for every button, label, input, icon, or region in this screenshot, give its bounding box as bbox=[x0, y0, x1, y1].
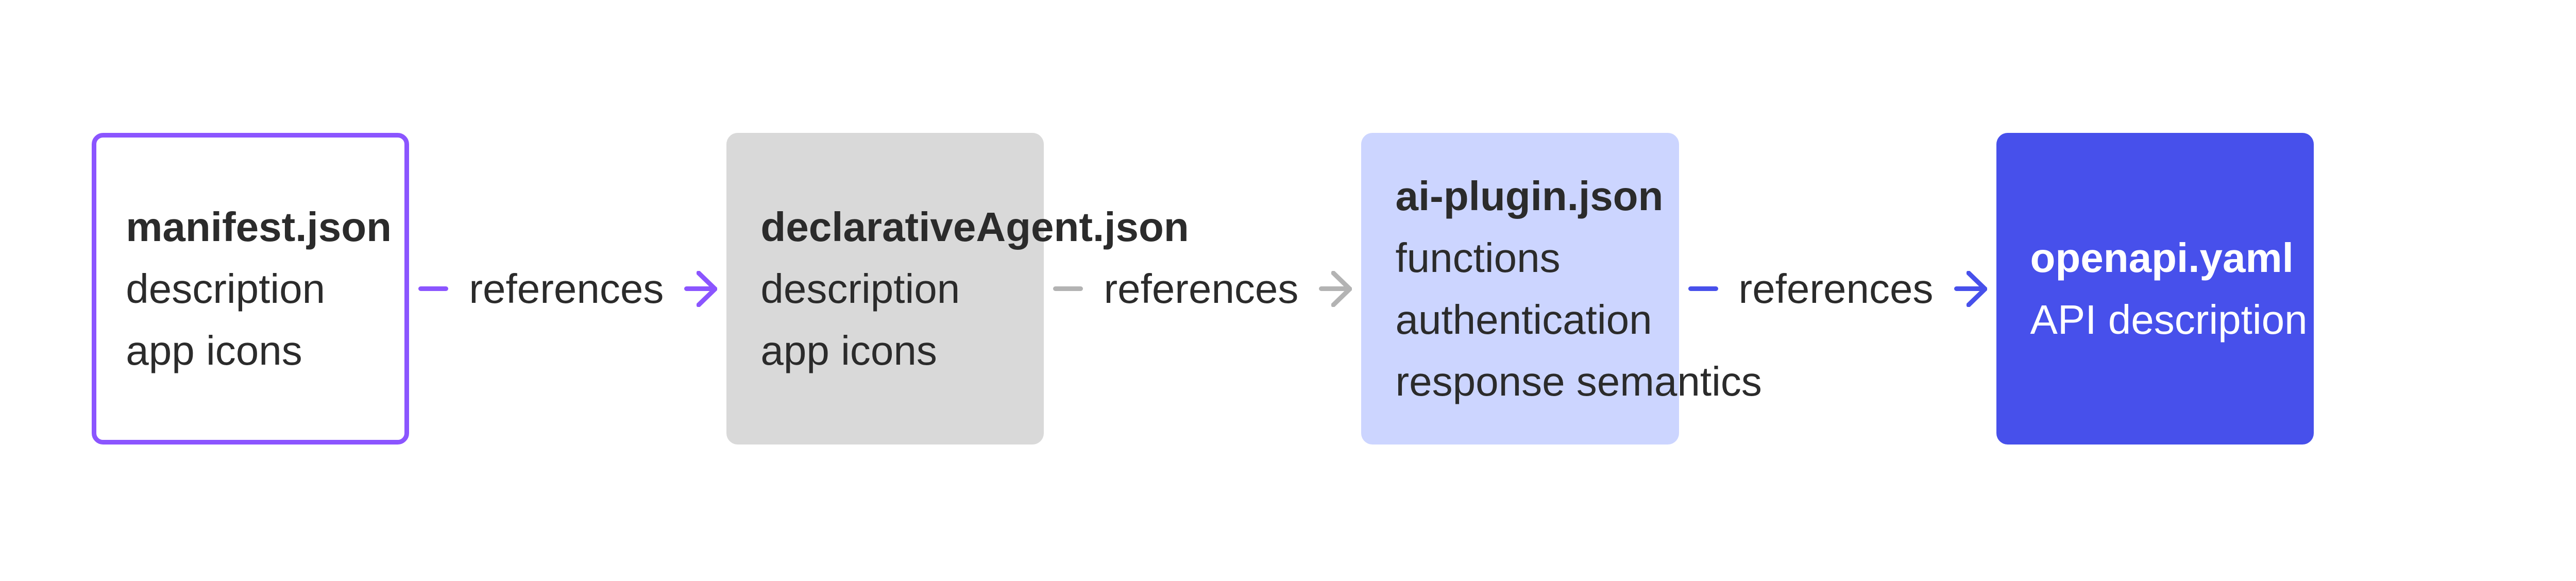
node-title: openapi.yaml bbox=[2030, 234, 2294, 281]
edge-line bbox=[1319, 286, 1349, 291]
node-declarative-agent-json: declarativeAgent.json description app ic… bbox=[726, 133, 1189, 445]
edge-agent-to-plugin: references bbox=[1044, 258, 1361, 320]
edge-label: references bbox=[1738, 265, 1934, 312]
node-line: functions bbox=[1395, 234, 1561, 281]
edge-label: references bbox=[469, 265, 664, 312]
node-line: response semantics bbox=[1395, 358, 1762, 404]
node-line: description bbox=[760, 265, 960, 312]
node-line: authentication bbox=[1395, 296, 1652, 343]
edge-line bbox=[418, 286, 449, 291]
node-title: ai-plugin.json bbox=[1395, 173, 1664, 219]
edge-line bbox=[684, 286, 715, 291]
edge-line bbox=[1954, 286, 1984, 291]
edge-line bbox=[1688, 286, 1718, 291]
node-openapi-yaml: openapi.yaml API description bbox=[1996, 133, 2314, 445]
node-line: API description bbox=[2030, 296, 2308, 343]
node-line: app icons bbox=[126, 327, 302, 373]
edge-line bbox=[1053, 286, 1083, 291]
arrowhead-icon bbox=[1966, 270, 1987, 307]
node-ai-plugin-json: ai-plugin.json functions authentication … bbox=[1361, 133, 1762, 445]
node-title: declarativeAgent.json bbox=[760, 203, 1189, 250]
node-manifest-json: manifest.json description app icons bbox=[92, 133, 410, 445]
arrowhead-icon bbox=[1331, 270, 1352, 307]
node-line: description bbox=[126, 265, 326, 312]
node-title: manifest.json bbox=[126, 203, 392, 250]
arrowhead-icon bbox=[697, 270, 718, 307]
edge-manifest-to-agent: references bbox=[409, 258, 726, 320]
edge-label: references bbox=[1104, 265, 1299, 312]
node-line: app icons bbox=[760, 327, 937, 373]
diagram-row: manifest.json description app icons refe… bbox=[92, 133, 2314, 445]
edge-plugin-to-openapi: references bbox=[1679, 258, 1996, 320]
